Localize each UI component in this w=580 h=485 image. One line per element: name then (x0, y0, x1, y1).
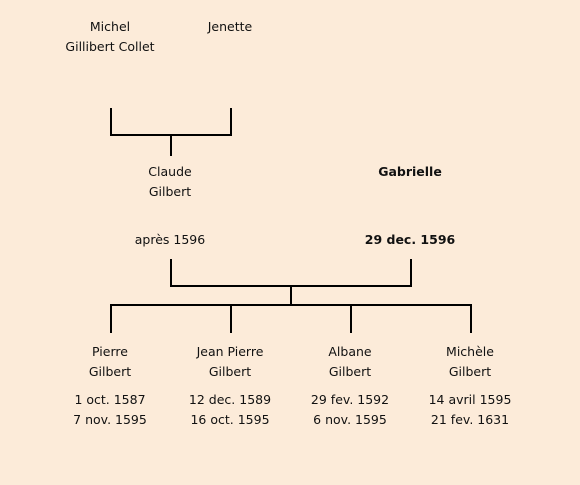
person-claude: Claude Gilbert (105, 162, 235, 202)
birth-date: 29 fev. 1592 (310, 392, 390, 407)
child-albane: Albane Gilbert 29 fev. 1592 6 nov. 1595 (285, 342, 415, 430)
last-name: Gillibert Collet (65, 39, 155, 54)
last-name: Gilbert (88, 364, 132, 379)
death-date: 6 nov. 1595 (313, 412, 387, 427)
child-jean-pierre: Jean Pierre Gilbert 12 dec. 1589 16 oct.… (165, 342, 295, 430)
last-name: Gilbert (208, 364, 252, 379)
child-pierre: Pierre Gilbert 1 oct. 1587 7 nov. 1595 (45, 342, 175, 430)
life-dates: 14 avril 1595 21 fev. 1631 (405, 390, 535, 430)
life-dates: 12 dec. 1589 16 oct. 1595 (165, 390, 295, 430)
first-name: Michel (89, 19, 131, 34)
gabrielle-death: 29 dec. 1596 (364, 232, 456, 247)
person-jenette: Jenette (165, 17, 295, 37)
death-date: 7 nov. 1595 (73, 412, 147, 427)
first-name: Jenette (207, 19, 253, 34)
person-gabrielle: Gabrielle (345, 162, 475, 182)
first-name: Claude (148, 164, 192, 179)
birth-date: 12 dec. 1589 (188, 392, 272, 407)
life-dates: 1 oct. 1587 7 nov. 1595 (45, 390, 175, 430)
first-name: Pierre (92, 344, 128, 359)
first-name: Albane (328, 344, 372, 359)
birth-date: 1 oct. 1587 (74, 392, 146, 407)
birth-date: 14 avril 1595 (428, 392, 512, 407)
last-name: Gilbert (448, 364, 492, 379)
first-name: Michèle (446, 344, 494, 359)
last-name: Gilbert (328, 364, 372, 379)
life-dates: 29 fev. 1592 6 nov. 1595 (285, 390, 415, 430)
person-michel: Michel Gillibert Collet (45, 17, 175, 57)
first-name: Gabrielle (378, 164, 442, 179)
claude-death: après 1596 (134, 232, 206, 247)
last-name: Gilbert (148, 184, 192, 199)
first-name: Jean Pierre (196, 344, 264, 359)
death-date: 16 oct. 1595 (190, 412, 270, 427)
death-date: 21 fev. 1631 (430, 412, 510, 427)
child-michele: Michèle Gilbert 14 avril 1595 21 fev. 16… (405, 342, 535, 430)
